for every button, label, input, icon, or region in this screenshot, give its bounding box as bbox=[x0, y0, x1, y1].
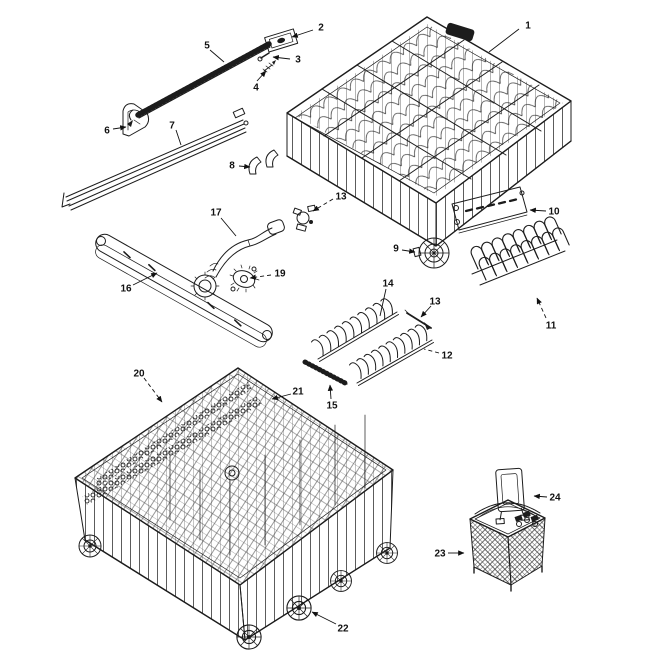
part-label-7-track-rail: 7 bbox=[169, 121, 175, 132]
part-label-11-fold-down-tine-row: 11 bbox=[546, 321, 557, 332]
adjuster-track-drawing bbox=[128, 41, 272, 121]
leader-line-tine-row-upper bbox=[379, 288, 387, 317]
leader-line-rack-roller bbox=[401, 248, 416, 254]
callout-silverware-basket: 23 bbox=[434, 549, 465, 560]
basket-clip-handle-drawing bbox=[495, 467, 530, 525]
rack-handle bbox=[445, 22, 475, 42]
callout-tine-rod: 13 bbox=[420, 297, 441, 318]
tine-rod-short-drawing bbox=[302, 359, 350, 387]
callout-fold-down-tine-row: 11 bbox=[536, 297, 557, 332]
tine-row-lower-drawing bbox=[349, 324, 434, 386]
part-label-3-stop-screw: 3 bbox=[295, 55, 301, 66]
callout-mount-clip: 13 bbox=[312, 192, 347, 212]
leader-line-stop-spring bbox=[256, 70, 267, 82]
tine-rod-drawing bbox=[404, 309, 432, 330]
leader-line-basket-clip-handle bbox=[533, 493, 548, 500]
leader-line-tine-rod-short bbox=[327, 384, 334, 400]
part-label-4-stop-spring: 4 bbox=[253, 83, 259, 94]
silverware-basket-drawing bbox=[469, 499, 546, 592]
callout-lower-tine-row: 21 bbox=[271, 387, 304, 401]
leader-line-lower-tine-row bbox=[271, 393, 292, 401]
mount-clip-drawing bbox=[292, 204, 317, 232]
tine-row-upper-drawing bbox=[311, 298, 399, 362]
part-label-20-lower-rack: 20 bbox=[133, 369, 145, 380]
callout-rack-roller: 9 bbox=[393, 244, 416, 255]
fold-down-tine-row-drawing bbox=[468, 214, 571, 286]
leader-line-rack-stop bbox=[291, 29, 314, 38]
rack-roller-drawing bbox=[412, 237, 450, 269]
part-label-15-tine-rod-short: 15 bbox=[326, 401, 338, 412]
leader-line-tine-rod bbox=[420, 305, 432, 318]
callout-track-end-cap: 6 bbox=[104, 125, 127, 137]
rack-adjuster-plate-drawing bbox=[451, 186, 528, 234]
part-label-8-rail-clip: 8 bbox=[229, 161, 235, 172]
leader-line-stop-screw bbox=[272, 55, 291, 61]
feed-tube-drawing bbox=[204, 219, 285, 279]
track-end-cap-drawing bbox=[122, 103, 150, 137]
callout-stop-spring: 4 bbox=[253, 70, 267, 94]
leader-line-upper-rack bbox=[488, 28, 520, 53]
leader-line-tine-row-lower bbox=[423, 348, 440, 354]
callout-tine-rod-short: 15 bbox=[326, 384, 338, 412]
callout-track-rail: 7 bbox=[169, 121, 182, 146]
spray-arm-hub-drawing bbox=[229, 264, 260, 293]
rack-stop-drawing bbox=[264, 28, 299, 53]
leader-line-lower-rack bbox=[143, 377, 163, 403]
lower-tine-row-band bbox=[94, 382, 252, 487]
leader-line-track-end-cap bbox=[112, 125, 127, 131]
callout-rack-adjuster-plate: 10 bbox=[529, 207, 560, 218]
part-label-16-spray-arm: 16 bbox=[120, 284, 132, 295]
part-label-22-rack-wheel: 22 bbox=[337, 624, 349, 635]
track-rail-drawing bbox=[61, 107, 249, 211]
part-label-5-adjuster-track: 5 bbox=[204, 41, 210, 52]
leader-line-rack-wheel bbox=[311, 611, 337, 625]
spray-arm-drawing bbox=[95, 233, 273, 348]
basket-clip-cluster bbox=[514, 510, 539, 527]
leader-line-fold-down-tine-row bbox=[536, 297, 547, 319]
leader-line-spray-arm bbox=[132, 272, 158, 286]
part-label-14-tine-row-upper: 14 bbox=[382, 279, 394, 290]
callout-upper-rack: 1 bbox=[488, 21, 531, 53]
part-label-9-rack-roller: 9 bbox=[393, 244, 399, 255]
callout-spray-arm-hub: 19 bbox=[249, 269, 286, 280]
part-label-21-lower-tine-row: 21 bbox=[292, 387, 304, 398]
stop-screw-drawing bbox=[257, 52, 270, 62]
leader-line-adjuster-track bbox=[209, 49, 225, 63]
callout-tine-row-upper: 14 bbox=[379, 279, 394, 317]
upper-rack-drawing bbox=[286, 16, 572, 247]
part-label-17-feed-tube: 17 bbox=[210, 208, 222, 219]
stop-spring-drawing bbox=[262, 60, 276, 73]
leader-line-track-rail bbox=[175, 129, 182, 146]
part-label-6-track-end-cap: 6 bbox=[104, 126, 110, 137]
part-label-19-spray-arm-hub: 19 bbox=[274, 269, 286, 280]
part-label-24-basket-clip-handle: 24 bbox=[549, 493, 561, 504]
part-label-13-tine-rod: 13 bbox=[429, 297, 441, 308]
lower-rack-drawing bbox=[74, 367, 398, 650]
leader-line-mount-clip bbox=[312, 198, 334, 212]
rail-clip-drawing bbox=[248, 149, 279, 175]
part-label-10-rack-adjuster-plate: 10 bbox=[548, 207, 560, 218]
part-label-23-silverware-basket: 23 bbox=[434, 549, 446, 560]
lower-tine-row-band bbox=[82, 396, 262, 505]
callout-spray-arm: 16 bbox=[120, 272, 158, 295]
callout-basket-clip-handle: 24 bbox=[533, 493, 561, 504]
callout-feed-tube: 17 bbox=[210, 208, 237, 237]
leader-line-feed-tube bbox=[220, 217, 237, 237]
callout-adjuster-track: 5 bbox=[204, 41, 225, 63]
leader-line-rail-clip bbox=[238, 163, 251, 170]
callout-lower-rack: 20 bbox=[133, 369, 163, 403]
part-label-12-tine-row-lower: 12 bbox=[441, 351, 453, 362]
callout-rack-stop: 2 bbox=[291, 23, 324, 38]
part-label-1-upper-rack: 1 bbox=[525, 21, 531, 32]
callout-rack-wheel: 22 bbox=[311, 611, 349, 635]
part-label-13-mount-clip: 13 bbox=[335, 192, 347, 203]
leader-line-rack-adjuster-plate bbox=[529, 207, 547, 214]
callout-rail-clip: 8 bbox=[229, 161, 251, 172]
leader-line-spray-arm-hub bbox=[249, 274, 272, 280]
part-label-2-rack-stop: 2 bbox=[318, 23, 324, 34]
callout-tine-row-lower: 12 bbox=[423, 348, 453, 362]
callout-stop-screw: 3 bbox=[272, 55, 301, 66]
